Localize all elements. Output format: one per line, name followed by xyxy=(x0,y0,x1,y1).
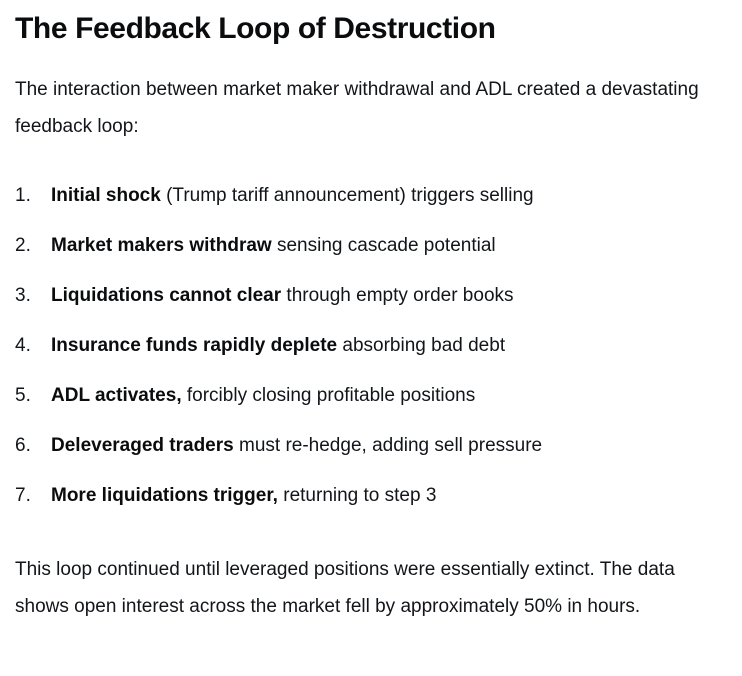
closing-paragraph: This loop continued until leveraged posi… xyxy=(15,559,675,617)
step-lead-text: Liquidations cannot clear xyxy=(51,285,282,306)
list-item: Market makers withdraw sensing cascade p… xyxy=(15,227,728,264)
feedback-loop-step-list: Initial shock (Trump tariff announcement… xyxy=(15,145,728,514)
step-lead-text: Initial shock xyxy=(51,185,161,206)
step-rest-text: absorbing bad debt xyxy=(337,335,506,356)
step-lead-text: Insurance funds rapidly deplete xyxy=(51,335,338,356)
list-item: ADL activates, forcibly closing profitab… xyxy=(15,377,728,414)
list-item: Liquidations cannot clear through empty … xyxy=(15,277,728,314)
step-lead-text: Deleveraged traders xyxy=(51,435,234,456)
list-item: More liquidations trigger, returning to … xyxy=(15,477,728,514)
step-rest-text: (Trump tariff announcement) triggers sel… xyxy=(160,185,534,206)
step-rest-text: must re-hedge, adding sell pressure xyxy=(233,435,543,456)
step-lead-text: More liquidations trigger, xyxy=(51,485,278,506)
list-item: Insurance funds rapidly deplete absorbin… xyxy=(15,327,728,364)
step-lead-text: Market makers withdraw xyxy=(51,235,272,256)
intro-paragraph: The interaction between market maker wit… xyxy=(15,79,699,137)
step-lead-text: ADL activates, xyxy=(51,385,182,406)
list-item: Deleveraged traders must re-hedge, addin… xyxy=(15,427,728,464)
step-rest-text: sensing cascade potential xyxy=(271,235,496,256)
step-rest-text: returning to step 3 xyxy=(277,485,437,506)
page-title: The Feedback Loop of Destruction xyxy=(15,12,496,45)
step-rest-text: forcibly closing profitable positions xyxy=(181,385,476,406)
list-item: Initial shock (Trump tariff announcement… xyxy=(15,177,728,214)
step-rest-text: through empty order books xyxy=(281,285,514,306)
